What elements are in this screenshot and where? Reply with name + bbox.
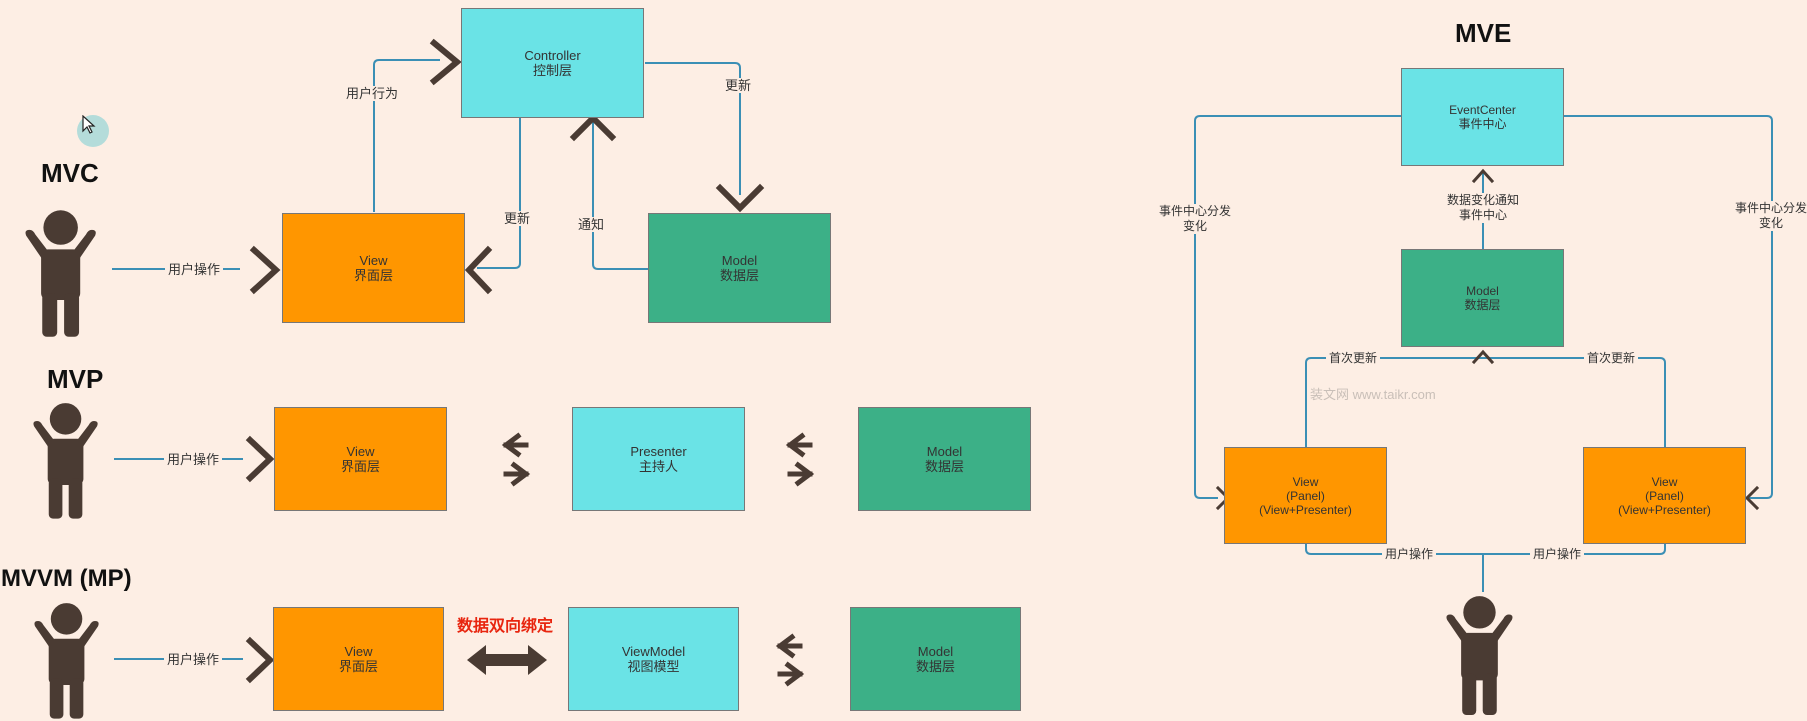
view-panel-label: (Panel) xyxy=(1645,488,1684,503)
mve-data-change-label: 数据变化通知 事件中心 xyxy=(1444,193,1523,223)
mvc-update-model-label: 更新 xyxy=(722,78,755,93)
mouse-cursor-highlight xyxy=(77,115,109,147)
dispatch-right-line2: 变化 xyxy=(1759,216,1784,230)
mvc-controller-box: Controller 控制层 xyxy=(461,8,644,118)
model-label: Model xyxy=(926,444,963,459)
mvc-model-notify-line xyxy=(592,120,648,270)
mvc-arrow-notify-up xyxy=(569,113,617,142)
mve-right-dispatch-line xyxy=(1564,115,1773,499)
view-sublabel: 界面层 xyxy=(353,268,393,283)
mve-view-left-box: View (Panel) (View+Presenter) xyxy=(1224,447,1387,544)
mvc-title: MVC xyxy=(41,158,99,188)
viewmodel-label: ViewModel xyxy=(621,644,686,659)
person-figures xyxy=(25,210,1513,719)
mvc-model-box: Model 数据层 xyxy=(648,213,831,323)
mvp-arrow-to-view xyxy=(245,435,275,483)
model-label: Model xyxy=(917,644,954,659)
view-label: View xyxy=(346,444,375,459)
mvc-arrow-update-view xyxy=(464,245,493,295)
mvvm-arrow-to-view xyxy=(245,636,275,684)
mve-model-box: Model 数据层 xyxy=(1401,249,1564,347)
mve-dispatch-left-label: 事件中心分发 变化 xyxy=(1156,204,1235,234)
mvc-notify-label: 通知 xyxy=(575,217,608,232)
model-sublabel: 数据层 xyxy=(1464,298,1501,312)
mve-arrow-to-model xyxy=(1471,349,1495,365)
arrow-heads xyxy=(245,38,765,684)
view-label: View xyxy=(1651,474,1678,489)
dispatch-right-line1: 事件中心分发 xyxy=(1735,201,1807,215)
mvvm-view-box: View 界面层 xyxy=(273,607,444,711)
mve-user-action-line xyxy=(1305,544,1666,555)
mvvm-title: MVVM (MP) xyxy=(1,565,132,592)
mvc-view-to-controller-line xyxy=(373,59,440,212)
eventcenter-label: EventCenter xyxy=(1449,103,1516,117)
view-label: View xyxy=(344,644,373,659)
mvvm-model-box: Model 数据层 xyxy=(850,607,1021,711)
mve-arrow-right-view xyxy=(1744,485,1760,511)
viewmodel-sublabel: 视图模型 xyxy=(627,659,680,674)
mve-view-right-box: View (Panel) (View+Presenter) xyxy=(1583,447,1746,544)
mvc-arrow-to-view xyxy=(249,245,281,295)
mve-left-dispatch-line xyxy=(1194,115,1401,499)
mvp-presenter-box: Presenter 主持人 xyxy=(572,407,745,511)
mvp-person-icon xyxy=(33,403,98,519)
model-sublabel: 数据层 xyxy=(719,268,759,283)
mvvm-viewmodel-box: ViewModel 视图模型 xyxy=(568,607,739,711)
view-sublabel: 界面层 xyxy=(340,459,380,474)
mvc-user-behavior-label: 用户行为 xyxy=(343,86,402,101)
mve-user-action-right-label: 用户操作 xyxy=(1530,547,1585,562)
mve-user-action-left-label: 用户操作 xyxy=(1382,547,1437,562)
presenter-sublabel: 主持人 xyxy=(638,459,678,474)
mvvm-user-action-label: 用户操作 xyxy=(164,652,223,667)
eventcenter-sublabel: 事件中心 xyxy=(1458,117,1507,131)
dispatch-left-line1: 事件中心分发 xyxy=(1159,204,1232,218)
view-sublabel: 界面层 xyxy=(338,659,378,674)
data-change-line1: 数据变化通知 xyxy=(1447,193,1520,207)
mve-eventcenter-box: EventCenter 事件中心 xyxy=(1401,68,1564,166)
model-label: Model xyxy=(1466,284,1499,298)
mve-person-icon xyxy=(1446,596,1513,715)
mvvm-binding-label: 数据双向绑定 xyxy=(457,618,554,635)
mvc-view-box: View 界面层 xyxy=(282,213,465,323)
mvp-user-action-label: 用户操作 xyxy=(164,452,223,467)
data-change-line2: 事件中心 xyxy=(1459,208,1508,222)
mvc-person-icon xyxy=(25,210,96,337)
model-label: Model xyxy=(721,253,758,268)
mvc-arrow-to-model xyxy=(715,183,765,213)
mvvm-binding-arrow xyxy=(467,645,547,675)
watermark-text: 装文网 www.taikr.com xyxy=(1310,387,1436,402)
mvc-controller-to-view-line xyxy=(477,118,521,269)
mvc-arrow-to-controller xyxy=(429,38,462,86)
dispatch-left-line2: 变化 xyxy=(1183,219,1208,233)
mvvm-person-icon xyxy=(34,603,99,719)
view-panel-label: (Panel) xyxy=(1286,488,1325,503)
double-arrows xyxy=(501,432,815,687)
view-presenter-label: (View+Presenter) xyxy=(1259,502,1352,517)
controller-label: Controller xyxy=(524,48,581,63)
mve-first-update-left-label: 首次更新 xyxy=(1326,351,1381,366)
mvp-model-box: Model 数据层 xyxy=(858,407,1031,511)
model-sublabel: 数据层 xyxy=(915,659,955,674)
mvp-title: MVP xyxy=(47,364,104,394)
presenter-label: Presenter xyxy=(630,444,687,459)
mve-arrow-to-event xyxy=(1471,168,1495,184)
model-sublabel: 数据层 xyxy=(924,459,964,474)
mvc-user-action-label: 用户操作 xyxy=(165,262,224,277)
mve-first-update-right-label: 首次更新 xyxy=(1584,351,1639,366)
cursor-icon xyxy=(82,115,96,134)
view-label: View xyxy=(1292,474,1319,489)
mve-first-update-line xyxy=(1305,357,1666,447)
mve-dispatch-right-label: 事件中心分发 变化 xyxy=(1732,201,1807,231)
mvp-view-box: View 界面层 xyxy=(274,407,447,511)
view-label: View xyxy=(359,253,388,268)
view-presenter-label: (View+Presenter) xyxy=(1618,502,1711,517)
mvc-update-view-label: 更新 xyxy=(501,211,534,226)
mvc-controller-to-model-line xyxy=(645,62,741,195)
mve-title: MVE xyxy=(1455,18,1512,48)
controller-sublabel: 控制层 xyxy=(532,63,572,78)
